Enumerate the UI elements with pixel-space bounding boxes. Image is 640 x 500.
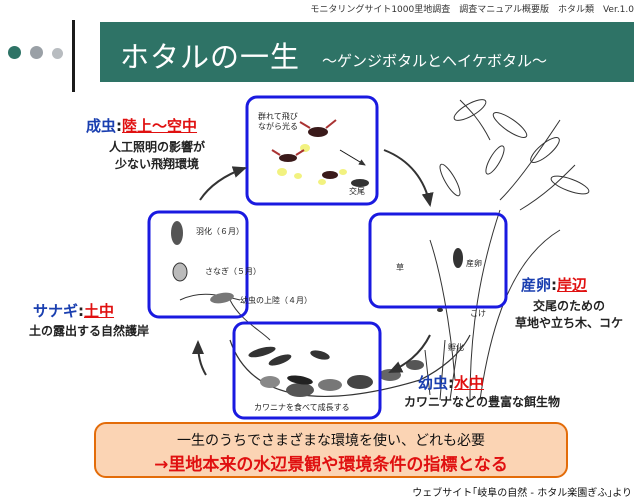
- arrow-pupa-to-adult: [199, 166, 247, 201]
- stage-egg-desc: 交尾のための 草地や立ち木、コケ: [514, 299, 623, 330]
- label-grass: 草: [396, 263, 404, 272]
- dot-3: [52, 48, 64, 59]
- larva-frame: [232, 321, 382, 420]
- stage-larva-heading: 幼虫:水中: [418, 372, 484, 393]
- page-subtitle: ～ゲンジボタルとヘイケボタル～: [322, 52, 548, 70]
- pupa-frame: [147, 210, 249, 319]
- adult-frame: [245, 95, 379, 206]
- summary-line-1: 一生のうちでさまざまな環境を使い、どれも必要: [177, 433, 485, 449]
- pupa-icons: [171, 221, 234, 304]
- label-moss: こけ: [470, 309, 486, 318]
- egg-frame: [368, 212, 508, 309]
- stage-pupa-habitat: 土中: [84, 302, 115, 320]
- stage-egg-sep: :: [551, 276, 558, 294]
- title-divider: [72, 20, 75, 92]
- label-spawning: 産卵: [466, 259, 482, 268]
- stage-larva-habitat: 水中: [454, 374, 485, 392]
- stage-adult-name: 成虫: [86, 117, 117, 135]
- stage-pupa-sep: :: [78, 302, 85, 320]
- firefly-icons: [271, 119, 369, 187]
- label-feeding: カワニナを食べて成長する: [254, 403, 350, 412]
- dot-2: [30, 46, 44, 59]
- stage-pupa-name: サナギ: [33, 302, 79, 320]
- label-pupation: 羽化（６月）: [196, 227, 244, 236]
- title-banner: [100, 22, 634, 82]
- dot-1: [8, 46, 21, 59]
- source-note: ウェブサイト｢岐阜の自然 - ホタル楽園ぎふ｣より: [412, 488, 632, 499]
- decorative-dots: [8, 44, 67, 63]
- stage-egg-habitat: 岸辺: [557, 276, 588, 294]
- stage-adult-sep: :: [116, 117, 123, 135]
- arrow-adult-to-egg: [383, 149, 434, 207]
- summary-box: [94, 422, 568, 478]
- stage-pupa-desc: 土の露出する自然護岸: [28, 324, 149, 338]
- stage-larva-name: 幼虫: [418, 374, 449, 392]
- stage-adult-habitat: 陸上～空中: [122, 117, 198, 135]
- larva-icons: [248, 346, 313, 385]
- stage-adult-heading: 成虫:陸上～空中: [86, 115, 197, 136]
- stage-larva-sep: :: [448, 374, 455, 392]
- label-hatching: 孵化: [448, 343, 464, 352]
- arrow-larva-to-pupa: [192, 340, 207, 376]
- stage-adult-desc: 人工照明の影響が 少ない飛翔環境: [108, 140, 205, 171]
- plants-illustration: [424, 99, 590, 401]
- stage-pupa-heading: サナギ:土中: [33, 300, 114, 321]
- label-flying: 群れて飛び ながら光る: [258, 112, 298, 131]
- arrow-egg-to-larva: [388, 334, 431, 373]
- summary-line-2: →里地本来の水辺景観や環境条件の指標となる: [154, 455, 508, 475]
- egg-icons: [437, 248, 463, 312]
- stage-egg-name: 産卵: [521, 276, 552, 294]
- stage-larva-desc: カワニナなどの豊富な餌生物: [403, 395, 560, 409]
- header-note: モニタリングサイト1000里地調査 調査マニュアル概要版 ホタル類 Ver.1.…: [310, 5, 634, 15]
- shore-line: [229, 299, 271, 341]
- label-landing: 幼虫の上陸（４月）: [240, 296, 312, 305]
- soil-line: [179, 293, 241, 301]
- label-pupa: さなぎ（５月）: [205, 267, 261, 276]
- stream-illustration: [229, 334, 471, 397]
- stage-egg-heading: 産卵:岸辺: [521, 274, 587, 295]
- label-mating: 交尾: [349, 187, 365, 196]
- page-title: ホタルの一生: [120, 40, 301, 74]
